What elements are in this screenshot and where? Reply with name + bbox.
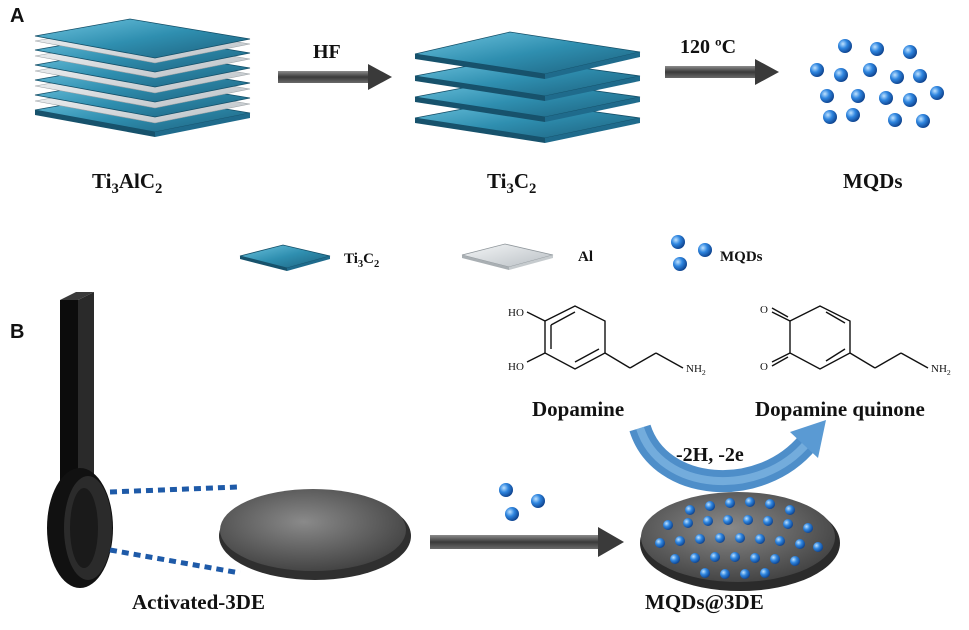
arrow-hf-label: HF bbox=[313, 41, 341, 63]
dopamine-ho-bottom: HO bbox=[508, 361, 524, 373]
quinone-nh2: NH2 bbox=[931, 363, 951, 377]
dopamine-name: Dopamine bbox=[532, 397, 624, 421]
arrow-120c-label: 120 ºC bbox=[680, 36, 736, 58]
legend-ti3c2-swatch bbox=[239, 244, 331, 271]
legend-ti3c2-label: Ti3C2 bbox=[344, 251, 379, 270]
dopamine-ho-top: HO bbox=[508, 307, 524, 319]
arrow-120c bbox=[665, 59, 779, 85]
ti3alc2-stack bbox=[34, 18, 251, 137]
label-ti3alc2: Ti3AlC2 bbox=[92, 169, 162, 197]
dopamine-structure bbox=[526, 305, 684, 370]
curved-reaction-arrow bbox=[629, 420, 826, 493]
electrode bbox=[47, 292, 113, 588]
ti3c2-stack bbox=[414, 31, 641, 143]
label-activated-3de: Activated-3DE bbox=[132, 590, 265, 614]
quinone-name: Dopamine quinone bbox=[755, 397, 925, 421]
reaction-label: -2H, -2e bbox=[676, 444, 744, 466]
legend-al-label: Al bbox=[578, 249, 593, 265]
quinone-o-bottom: O bbox=[760, 361, 768, 373]
panel-letter-b: B bbox=[10, 321, 24, 343]
label-ti3c2: Ti3C2 bbox=[487, 169, 536, 197]
disc-dots bbox=[655, 497, 823, 579]
label-mqds: MQDs bbox=[843, 169, 903, 193]
arrow-mqds-dots bbox=[499, 483, 545, 521]
electrode-dashed-lines bbox=[109, 484, 241, 576]
legend-mqds-label: MQDs bbox=[720, 249, 763, 265]
legend-al-swatch bbox=[461, 243, 554, 270]
label-mqds-3de: MQDs@3DE bbox=[645, 590, 764, 614]
mqds-cluster bbox=[810, 39, 944, 128]
arrow-modification bbox=[430, 527, 624, 557]
quinone-structure bbox=[771, 305, 929, 370]
panel-letter-a: A bbox=[10, 5, 24, 27]
legend: Ti3C2 Al MQDs bbox=[239, 235, 763, 271]
arrow-hf bbox=[278, 64, 392, 90]
mqds-3de-disc bbox=[640, 492, 840, 591]
legend-mqds-swatch bbox=[671, 235, 712, 271]
quinone-o-top: O bbox=[760, 304, 768, 316]
dopamine-nh2: NH2 bbox=[686, 363, 706, 377]
activated-3de-disc bbox=[219, 489, 411, 580]
